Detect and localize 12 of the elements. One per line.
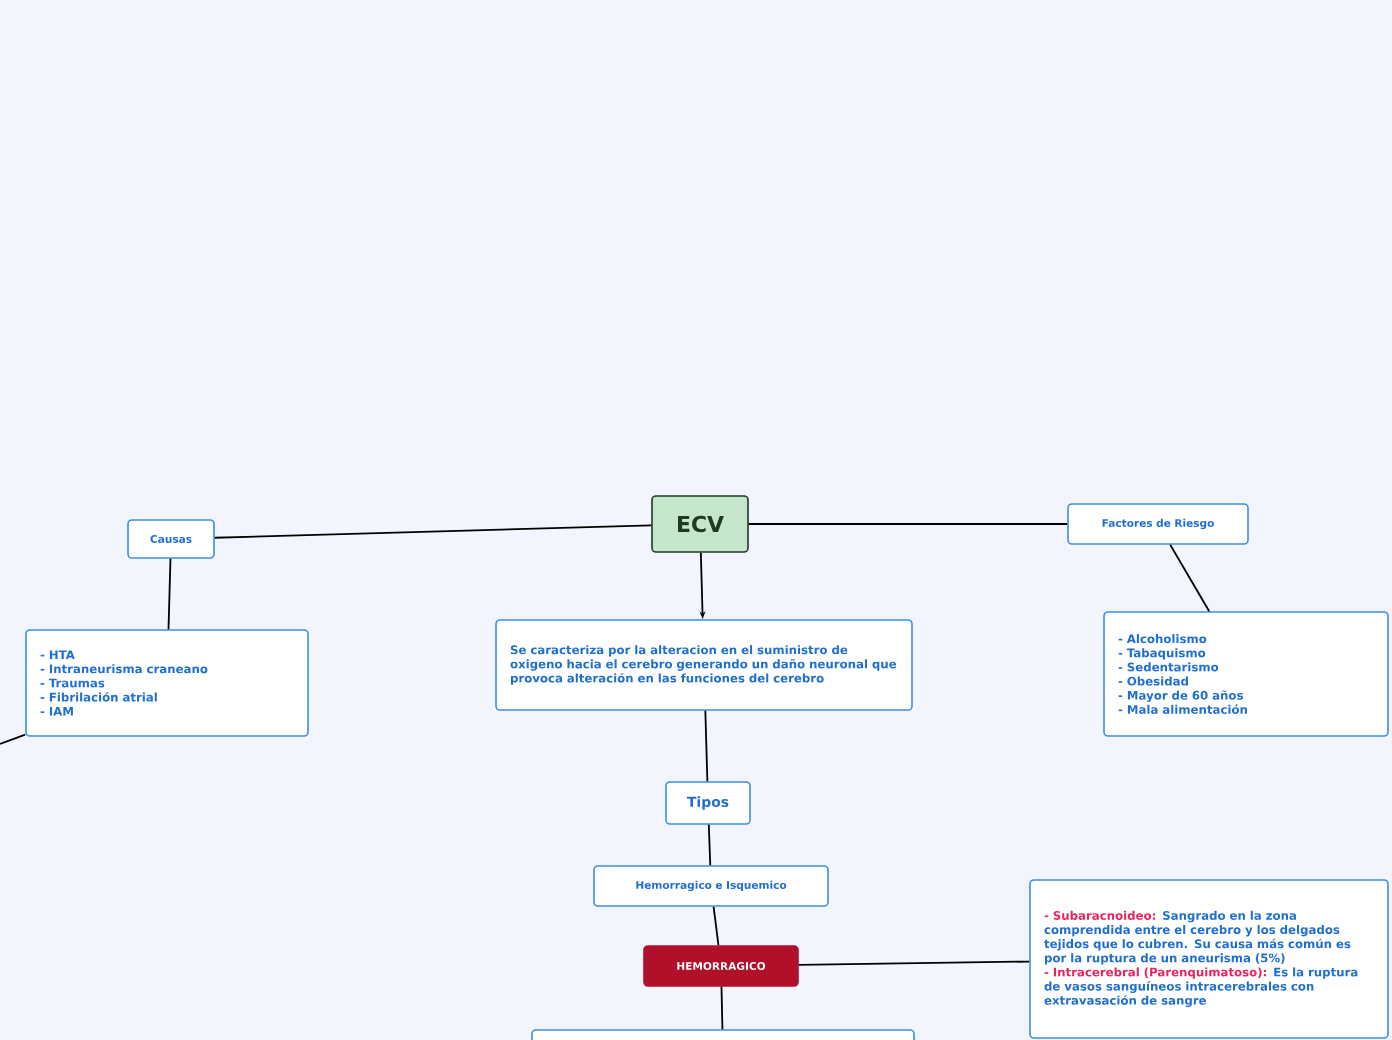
central-topic-box: ECV: [651, 495, 749, 553]
connector: [1169, 543, 1211, 613]
connector: [167, 557, 172, 631]
connector: [707, 823, 712, 867]
connector: [0, 733, 27, 745]
connector: [712, 905, 720, 947]
box: [531, 1029, 915, 1040]
connector: [797, 960, 1031, 966]
connector: [704, 709, 709, 783]
connector: [213, 524, 653, 539]
connector: [720, 985, 724, 1031]
connector: [747, 523, 1069, 525]
